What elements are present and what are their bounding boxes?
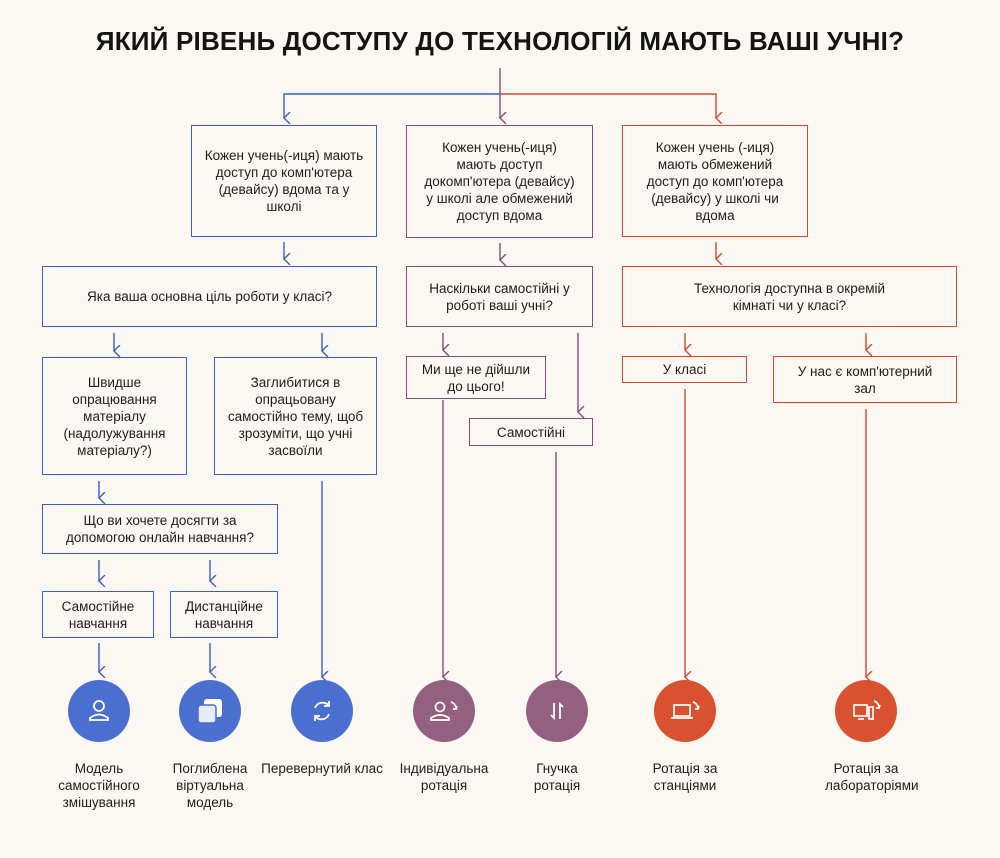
independent-box: Самостійні	[469, 418, 593, 446]
model-label-station-rotation: Ротація за станціями	[652, 761, 718, 793]
diagram-title: ЯКИЙ РІВЕНЬ ДОСТУПУ ДО ТЕХНОЛОГІЙ МАЮТЬ …	[95, 26, 905, 56]
goal-deep-box: Заглибитися в опрацьовану самостійно тем…	[214, 357, 377, 475]
model-label-enriched-virtual: Поглиблена віртуальна модель	[172, 761, 248, 810]
access-school-box: Кожен учень(-иця) мають доступ докомп'ют…	[406, 125, 593, 238]
model-label-flipped: Перевернутий клас	[261, 761, 383, 776]
question-independent-box: Наскільки самостійні у роботі ваші учні?	[406, 266, 593, 327]
question-online-box: Що ви хочете досягти за допомогою онлайн…	[42, 504, 278, 554]
laptop-rotate-icon	[654, 680, 716, 742]
question-goal-box: Яка ваша основна ціль роботи у класі?	[42, 266, 377, 327]
stacked-squares-icon	[179, 680, 241, 742]
model-label-individual-rotation: Індивідуальна ротація	[399, 761, 489, 793]
swap-arrows-icon	[526, 680, 588, 742]
self-study-box: Самостійне навчання	[42, 591, 154, 638]
distance-learning-box: Дистанційне навчання	[170, 591, 278, 638]
computer-lab-box: У нас є комп'ютерний зал	[773, 356, 957, 403]
desktop-rotate-icon	[835, 680, 897, 742]
model-label-lab-rotation: Ротація за лабораторіями	[825, 761, 919, 793]
rotate-arrows-icon	[291, 680, 353, 742]
question-room-box: Технологія доступна в окремій кімнаті чи…	[622, 266, 957, 327]
model-label-flex-rotation: Гнучка ротація	[533, 761, 581, 793]
person-icon	[68, 680, 130, 742]
access-full-box: Кожен учень(-иця) мають доступ до комп'ю…	[191, 125, 377, 237]
goal-fast-box: Швидше опрацювання матеріалу (надолужува…	[42, 357, 187, 475]
person-rotate-icon	[413, 680, 475, 742]
not-yet-box: Ми ще не дійшли до цього!	[406, 356, 546, 399]
in-class-box: У класі	[622, 356, 747, 383]
access-limited-box: Кожен учень (-иця) мають обмежений досту…	[622, 125, 808, 237]
model-label-self-blend: Модель самостійного змішування	[58, 761, 140, 810]
